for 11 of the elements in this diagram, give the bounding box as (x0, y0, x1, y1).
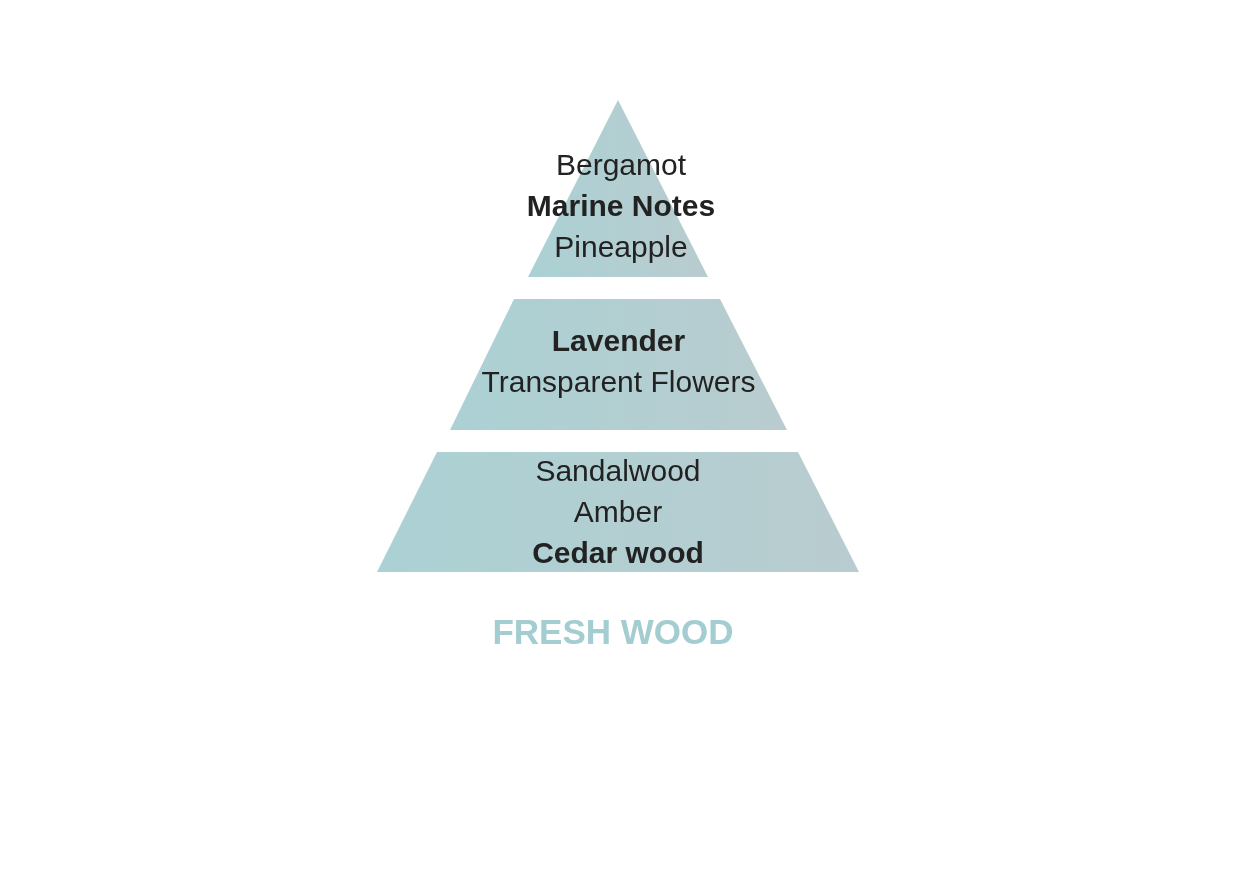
fragrance-note: Lavender (551, 324, 686, 358)
middle-tier-trapezoid (450, 299, 787, 430)
fragrance-note: Amber (573, 495, 663, 529)
fragrance-note: Pineapple (554, 230, 688, 264)
fragrance-note: Transparent Flowers (481, 365, 756, 399)
fragrance-note: Marine Notes (526, 189, 716, 223)
fragrance-name: FRESH WOOD (492, 612, 734, 651)
fragrance-note: Cedar wood (532, 536, 704, 570)
fragrance-note: Sandalwood (535, 454, 701, 488)
fragrance-note: Bergamot (555, 148, 687, 182)
base-tier-trapezoid (377, 452, 859, 572)
